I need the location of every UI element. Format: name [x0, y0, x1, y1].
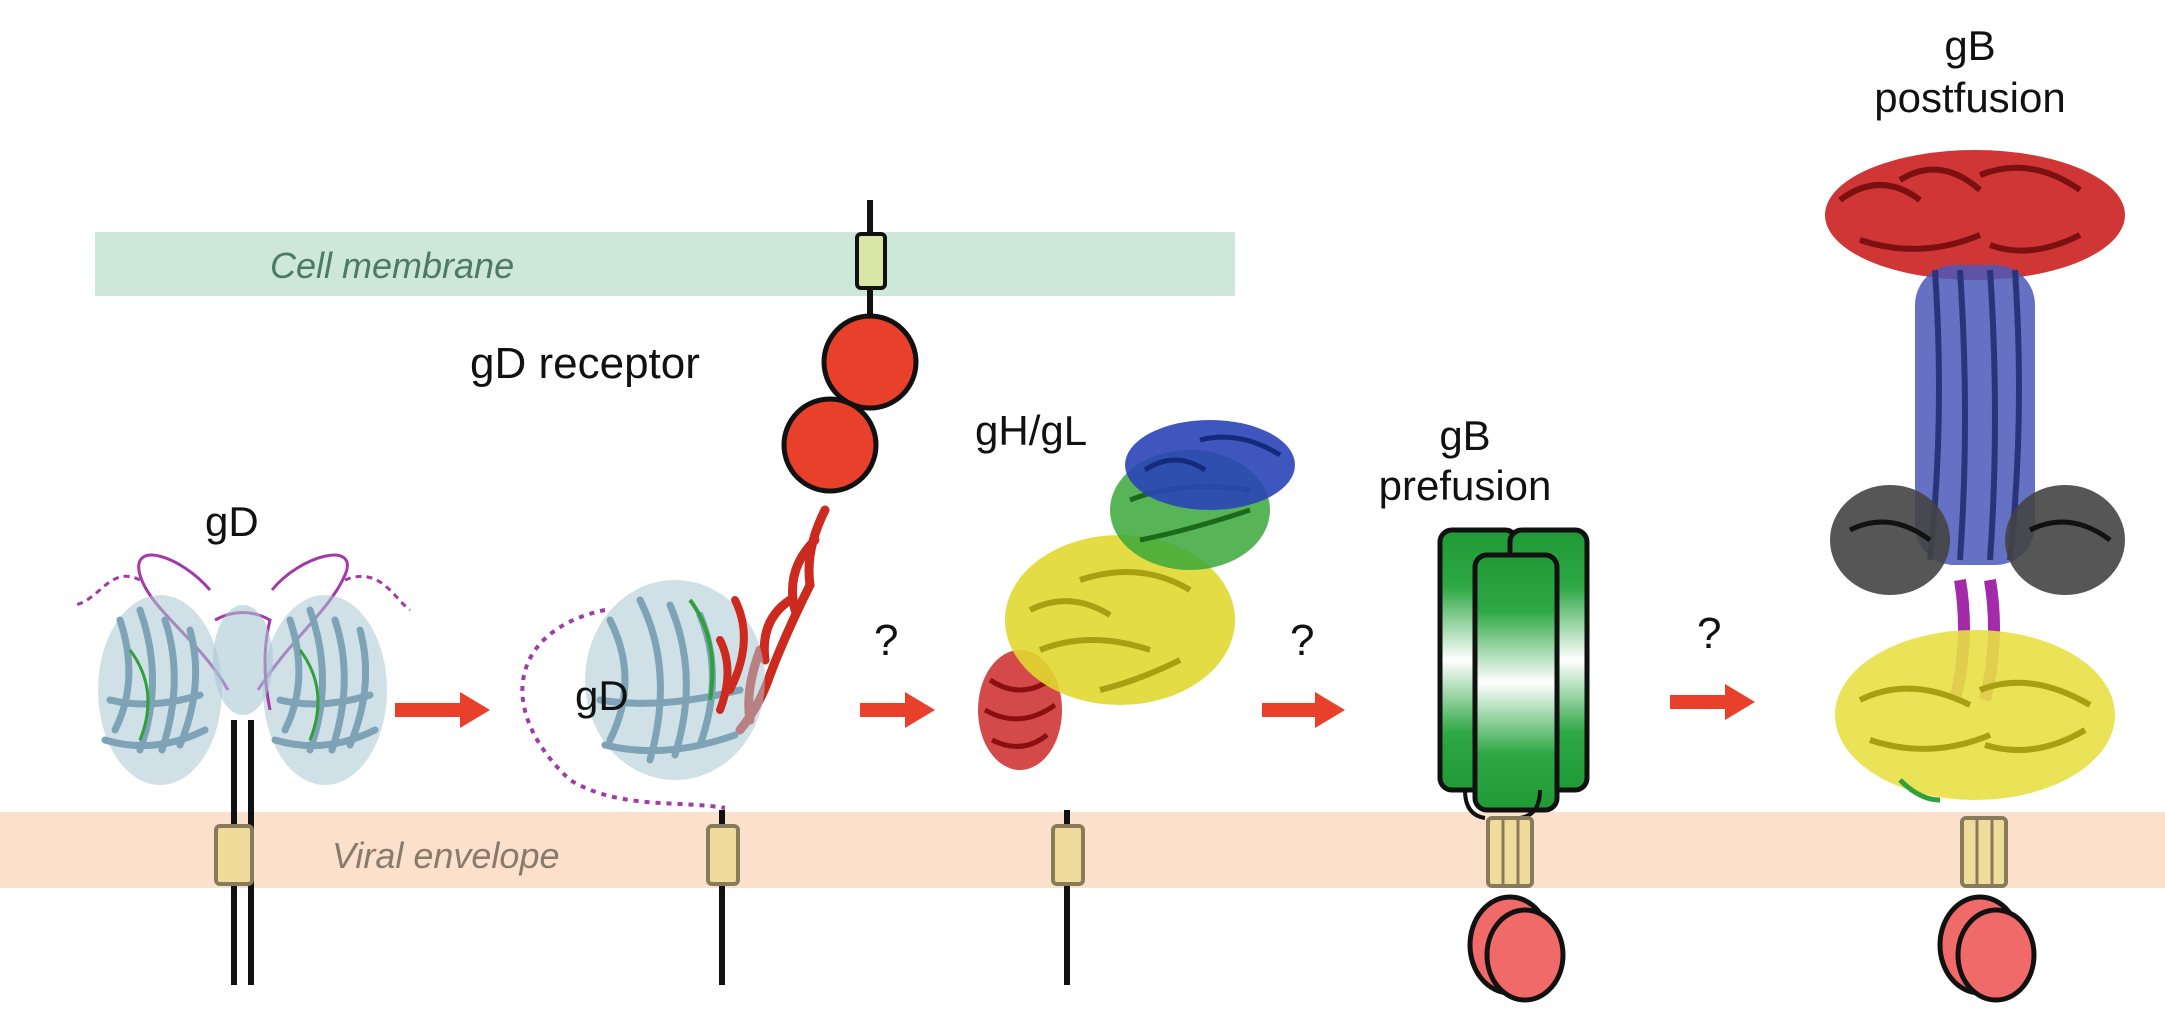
- gh-tm-domain: [1051, 824, 1085, 886]
- gh-gl-structure: gH/gL: [975, 407, 1295, 985]
- cell-membrane: Cell membrane: [95, 232, 1235, 296]
- gd-receptor-label: gD receptor: [470, 339, 700, 388]
- gd-bound-tm-domain: [706, 824, 740, 886]
- gb-prefusion-cylinder-front: [1472, 552, 1560, 813]
- arrow-3: ?: [1262, 616, 1345, 728]
- receptor-domain-1: [821, 313, 919, 411]
- gd-label-left: gD: [205, 498, 259, 545]
- arrow-2: ?: [860, 616, 935, 728]
- gb-prefusion-label-2: prefusion: [1379, 462, 1552, 509]
- receptor-tm-domain: [855, 232, 887, 290]
- gb-postfusion: gB postfusion: [1825, 22, 2125, 1003]
- gb-prefusion: gB prefusion: [1379, 412, 1590, 1003]
- gb-postfusion-tm-domain: [1960, 816, 2008, 888]
- question-mark-1: ?: [874, 616, 898, 665]
- gb-prefusion-tm-domain: [1486, 816, 1534, 888]
- question-mark-3: ?: [1697, 609, 1721, 658]
- gd-dimer-structure: gD: [74, 498, 411, 985]
- viral-envelope-label: Viral envelope: [332, 835, 560, 876]
- question-mark-2: ?: [1290, 616, 1314, 665]
- gd-label-bound: gD: [575, 672, 629, 719]
- receptor-domain-2: [781, 396, 879, 494]
- gb-postfusion-label-2: postfusion: [1874, 74, 2065, 121]
- gd-bound-structure: gD: [520, 580, 765, 985]
- gb-prefusion-label-1: gB: [1439, 412, 1490, 459]
- arrow-1: [395, 692, 490, 728]
- gb-postfusion-label-1: gB: [1944, 22, 1995, 69]
- cell-membrane-label: Cell membrane: [270, 245, 514, 286]
- gd-tm-domain: [214, 824, 254, 886]
- arrow-4: ?: [1670, 609, 1755, 720]
- gh-gl-label: gH/gL: [975, 407, 1087, 454]
- gd-receptor: gD receptor: [470, 200, 919, 735]
